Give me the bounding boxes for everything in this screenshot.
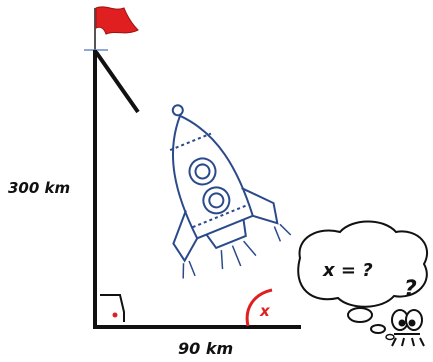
cartoon-character-icon xyxy=(391,309,425,347)
hypotenuse-segment xyxy=(94,50,140,114)
vertical-side-label: 300 km xyxy=(8,179,70,197)
flag-icon xyxy=(84,6,139,52)
right-angle-mark xyxy=(100,294,125,322)
question-text: x = ? xyxy=(322,260,373,281)
rocket-icon xyxy=(169,104,292,279)
horizontal-side-label: 90 km xyxy=(178,339,233,358)
angle-x-label: x xyxy=(259,302,271,320)
angle-x-arc xyxy=(245,288,273,327)
right-angle-dot xyxy=(112,312,118,318)
thought-bubble xyxy=(297,220,429,341)
question-mark: ? xyxy=(404,277,417,302)
